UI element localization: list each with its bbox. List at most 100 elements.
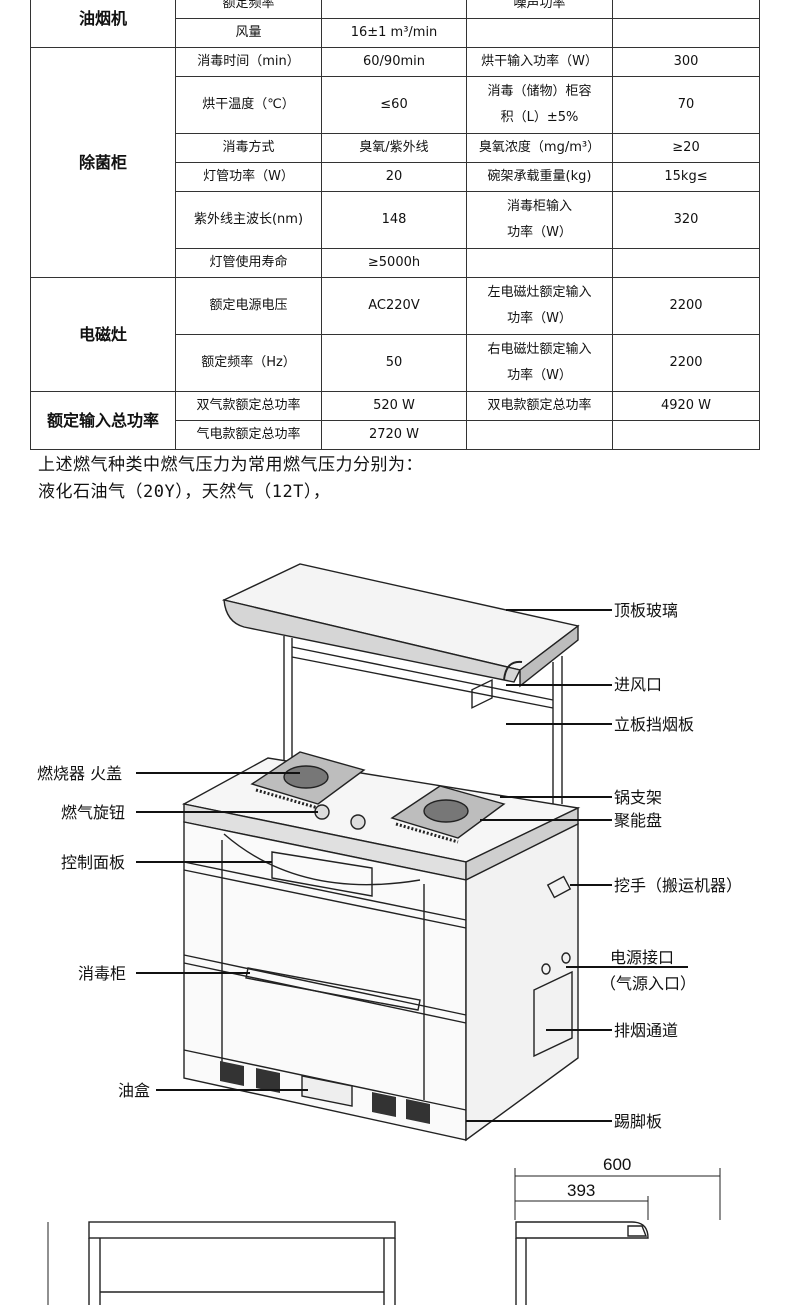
label-baffle: 立板挡烟板 <box>614 715 694 734</box>
spec-label: 消毒柜输入功率（W） <box>466 191 613 249</box>
table-row: 烘干温度（℃） ≤60 消毒（储物）柜容积（L）±5% 70 <box>31 76 760 134</box>
table-row: 灯管使用寿命 ≥5000h <box>31 248 760 278</box>
label-control-panel: 控制面板 <box>61 853 125 872</box>
spec-value: 70 <box>612 76 760 134</box>
label-sterilizer: 消毒柜 <box>78 964 126 983</box>
spec-value <box>612 420 760 450</box>
category-hood: 油烟机 <box>30 0 176 48</box>
table-row: 电磁灶 额定电源电压 AC220V 左电磁灶额定输入功率（W） 2200 <box>30 277 760 392</box>
label-handle: 挖手（搬运机器） <box>614 876 742 895</box>
exhaust-duct <box>533 970 573 1058</box>
gas-pressure-note: 上述燃气种类中燃气压力为常用燃气压力分别为： <box>38 455 423 475</box>
spec-label <box>466 18 613 48</box>
table-row: 风量 16±1 m³/min <box>31 18 760 48</box>
label-oil-box: 油盒 <box>118 1081 150 1100</box>
spec-value <box>612 248 760 278</box>
table-row: 紫外线主波长(nm) 148 消毒柜输入功率（W） 320 <box>31 191 760 249</box>
dimension-width: 600 <box>603 1155 631 1174</box>
spec-label: 紫外线主波长(nm) <box>175 191 322 249</box>
spec-label-line: 功率（W） <box>507 225 572 240</box>
product-diagram: 顶板玻璃 进风口 立板挡烟板 燃烧器 火盖 燃气旋钮 锅支架 聚能盘 控制面板 … <box>37 563 742 1305</box>
spec-label: 额定电源电压 <box>175 277 322 335</box>
category-induction: 电磁灶 <box>30 277 176 392</box>
spec-table: 油烟机 额定频率 噪声功率 风量 16±1 m³/min 除菌柜 消毒时间（mi… <box>30 0 760 450</box>
spec-label: 气电款额定总功率 <box>175 420 322 450</box>
spec-value: 320 <box>612 191 760 249</box>
spec-label: 左电磁灶额定输入功率（W） <box>466 277 613 335</box>
label-exhaust: 排烟通道 <box>614 1021 678 1040</box>
label-pot-support: 锅支架 <box>614 788 662 807</box>
spec-value <box>612 0 760 19</box>
spec-label: 消毒方式 <box>175 133 322 163</box>
spec-value: 15kg≤ <box>612 162 760 192</box>
spec-label: 臭氧浓度（mg/m³） <box>466 133 613 163</box>
label-kickboard: 踢脚板 <box>614 1112 662 1131</box>
dimension-lines <box>47 1168 721 1305</box>
spec-value: 148 <box>321 191 467 249</box>
label-air-inlet: 进风口 <box>614 675 662 694</box>
leader-lines <box>136 609 688 1122</box>
spec-label-line: 消毒（储物）柜容 <box>487 84 592 99</box>
spec-label: 双电款额定总功率 <box>466 391 613 421</box>
spec-value: 520 W <box>321 391 467 421</box>
spec-value: 16±1 m³/min <box>321 18 467 48</box>
stove-body <box>181 678 581 1142</box>
spec-label: 额定频率（Hz） <box>175 334 322 392</box>
category-sterilizer: 除菌柜 <box>30 47 176 278</box>
spec-value: 60/90min <box>321 47 467 77</box>
label-gas-inlet: （气源入口） <box>600 974 696 993</box>
spec-value: 臭氧/紫外线 <box>321 133 467 163</box>
spec-value: 4920 W <box>612 391 760 421</box>
label-top-glass: 顶板玻璃 <box>614 601 678 620</box>
gas-knobs <box>314 804 366 830</box>
dimension-depth: 393 <box>567 1181 595 1200</box>
side-handle <box>546 875 572 899</box>
hood-uprights <box>283 636 563 806</box>
table-row: 额定输入总功率 双气款额定总功率 520 W 双电款额定总功率 4920 W <box>30 391 760 450</box>
table-row: 灯管功率（W） 20 碗架承载重量(kg) 15kg≤ <box>31 162 760 192</box>
spec-label <box>466 248 613 278</box>
left-burner <box>250 751 366 810</box>
spec-label-line: 左电磁灶额定输入 <box>487 285 592 300</box>
spec-label-line: 积（L）±5% <box>500 110 579 125</box>
spec-label: 灯管功率（W） <box>175 162 322 192</box>
category-total-power: 额定输入总功率 <box>30 391 176 450</box>
top-glass-panel <box>221 563 580 688</box>
spec-label: 噪声功率 <box>466 0 613 19</box>
spec-value: 2200 <box>612 334 760 392</box>
spec-value: 20 <box>321 162 467 192</box>
spec-value: ≥20 <box>612 133 760 163</box>
gas-types-note: 液化石油气（20Y），天然气（12T）， <box>38 482 331 502</box>
label-gas-knob: 燃气旋钮 <box>61 803 125 822</box>
table-row: 气电款额定总功率 2720 W <box>31 420 760 450</box>
spec-label-line: 消毒柜输入 <box>506 199 572 214</box>
spec-value <box>612 18 760 48</box>
spec-label: 额定频率 <box>175 0 322 19</box>
front-view-drawing <box>88 1221 396 1305</box>
spec-label-line: 功率（W） <box>507 368 572 383</box>
label-energy-ring: 聚能盘 <box>614 811 662 830</box>
spec-label: 双气款额定总功率 <box>175 391 322 421</box>
spec-label: 碗架承载重量(kg) <box>466 162 613 192</box>
spec-label: 烘干温度（℃） <box>175 76 322 134</box>
spec-label: 烘干输入功率（W） <box>466 47 613 77</box>
kickboard-vents <box>220 1061 430 1124</box>
spec-label-line: 功率（W） <box>507 311 572 326</box>
spec-value: 300 <box>612 47 760 77</box>
spec-label: 消毒时间（min） <box>175 47 322 77</box>
power-ports <box>541 952 571 975</box>
spec-value: 2720 W <box>321 420 467 450</box>
spec-label: 右电磁灶额定输入功率（W） <box>466 334 613 392</box>
table-row: 油烟机 额定频率 噪声功率 <box>30 0 760 48</box>
spec-value: ≥5000h <box>321 248 467 278</box>
spec-label: 风量 <box>175 18 322 48</box>
spec-label-line: 右电磁灶额定输入 <box>487 342 592 357</box>
side-view-drawing <box>515 1221 649 1305</box>
spec-value: 50 <box>321 334 467 392</box>
spec-value: ≤60 <box>321 76 467 134</box>
label-power-port: 电源接口 <box>610 948 674 967</box>
spec-value <box>321 0 467 19</box>
spec-value: AC220V <box>321 277 467 335</box>
spec-label: 灯管使用寿命 <box>175 248 322 278</box>
spec-value: 2200 <box>612 277 760 335</box>
